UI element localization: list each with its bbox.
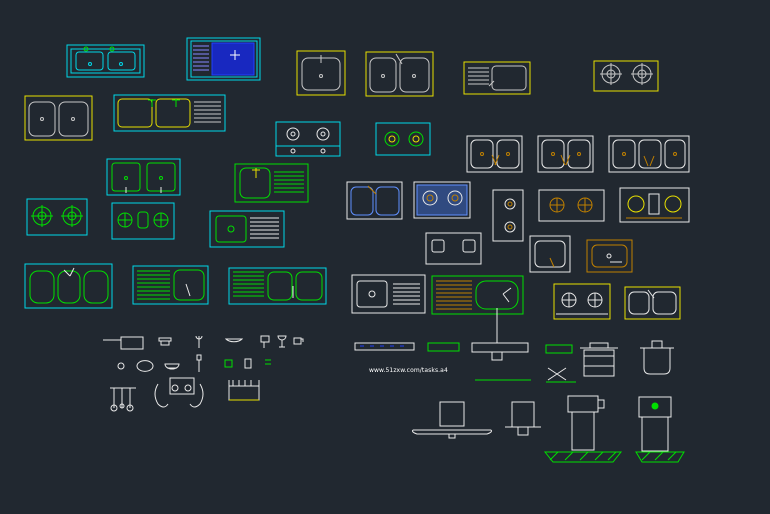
utensil-icons [103,335,304,412]
white-gas-stove-4 [619,187,690,223]
yellow-double-sink-left [24,95,93,141]
watermark-text: www.51zxw.com/tasks.a4 [369,367,448,374]
yellow-sink-drainboard [463,61,531,95]
yellow-double-sink [365,51,434,97]
white-gas-stove-3 [538,189,605,222]
yellow-double-sink-small [624,286,681,320]
green-orange-sink-drainboard [431,275,524,315]
blue-sink-drainboard [186,37,261,81]
cyan-sink-drainboard-green-1 [132,265,209,305]
cyan-gas-stove-1 [275,121,341,157]
range-hood-1 [412,401,492,439]
rice-cooker [640,340,674,375]
cyan-gas-stove-green [26,198,88,236]
white-triple-sink [608,135,690,173]
yellow-gas-stove-2 [553,283,611,320]
cyan-double-sink-drainboard [113,94,226,132]
white-cooktop-horizontal [425,232,482,265]
cyan-triple-sink-green [24,263,113,309]
cyan-gas-stove-2 [375,122,431,156]
cyan-double-sink-green [106,158,181,196]
blue-gas-stove [413,181,471,219]
range-hood-2 [505,401,541,436]
range-elevations [354,308,576,383]
cyan-double-sink-topleft [66,44,145,78]
cyan-sink-drainboard-green-2 [228,267,327,305]
yellow-single-sink [296,50,346,96]
stock-pot [580,342,618,377]
cyan-sink-green [209,210,285,248]
green-sink-drainboard [234,163,309,203]
green-gas-stove-3burner [111,202,175,240]
white-double-sink-mid [346,181,403,220]
orange-single-sink [586,239,633,273]
yellow-gas-stove [593,60,659,92]
white-double-sink-2 [537,135,594,173]
white-double-sink-1 [466,135,523,173]
range-hood-4 [635,396,685,463]
range-hood-3 [543,395,623,463]
white-single-sink-small [529,235,571,273]
white-sink-drainboard [351,274,426,314]
white-cooktop-vertical [492,189,524,242]
